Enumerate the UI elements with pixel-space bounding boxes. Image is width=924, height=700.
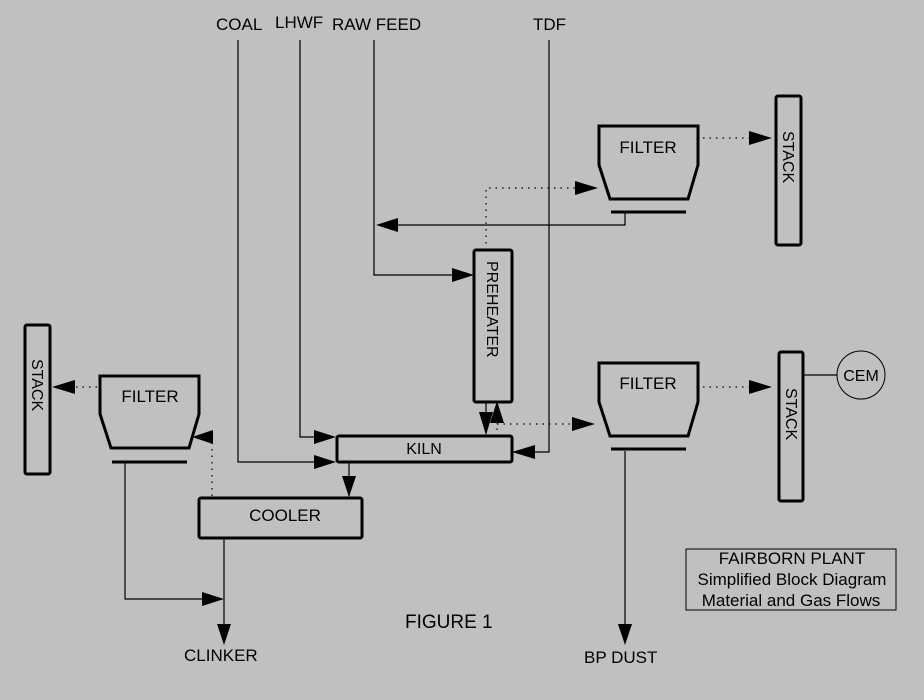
filter-top-unit[interactable]: FILTER bbox=[597, 124, 700, 214]
filter-top-return-arrow-icon bbox=[376, 218, 398, 232]
kiln-unit[interactable]: KILN bbox=[335, 434, 514, 464]
lhwf-arrow-icon bbox=[314, 430, 336, 444]
input-label-raw-feed: RAW FEED bbox=[332, 15, 421, 34]
raw-feed-arrow-icon bbox=[452, 268, 474, 282]
filter-left-label: FILTER bbox=[121, 387, 178, 406]
figure-label: FIGURE 1 bbox=[405, 612, 493, 633]
preheater-label: PREHEATER bbox=[483, 261, 500, 358]
filter-left-unit[interactable]: FILTER bbox=[98, 374, 201, 464]
filter-top-return-line bbox=[382, 213, 626, 226]
bp-dust-arrow-icon bbox=[618, 624, 632, 645]
stack-left-unit[interactable]: STACK bbox=[23, 323, 52, 476]
stack-left-label: STACK bbox=[28, 359, 45, 411]
filter-right-to-stack-arrow-icon bbox=[749, 380, 772, 394]
cem-monitor[interactable]: CEM bbox=[836, 350, 886, 400]
lhwf-flow-line bbox=[299, 40, 330, 438]
coal-arrow-icon bbox=[314, 455, 336, 469]
kiln-label: KILN bbox=[406, 441, 442, 458]
preheater-to-filter-gas-line bbox=[485, 187, 578, 250]
preheater-unit[interactable]: PREHEATER bbox=[472, 248, 514, 404]
title-line-flows: Material and Gas Flows bbox=[702, 591, 881, 610]
raw-feed-flow-line bbox=[373, 40, 468, 276]
tdf-arrow-icon bbox=[512, 445, 535, 459]
stack-right-unit[interactable]: STACK bbox=[777, 350, 805, 503]
stack-top-label: STACK bbox=[779, 131, 796, 183]
title-box: FAIRBORN PLANT Simplified Block Diagram … bbox=[685, 548, 897, 611]
input-label-coal: COAL bbox=[216, 15, 262, 34]
input-label-tdf: TDF bbox=[533, 15, 566, 34]
cooler-to-filter-gas-line bbox=[211, 436, 213, 496]
filter-left-dust-line bbox=[124, 463, 218, 600]
input-label-lhwf: LHWF bbox=[275, 13, 323, 32]
filter-right-unit[interactable]: FILTER bbox=[597, 361, 700, 451]
kiln-to-filter-arrow-icon bbox=[572, 417, 595, 431]
title-line-diagram: Simplified Block Diagram bbox=[698, 570, 887, 589]
filter-top-label: FILTER bbox=[619, 138, 676, 157]
preheater-to-filter-gas-arrow-icon bbox=[575, 181, 598, 195]
output-label-clinker: CLINKER bbox=[184, 646, 258, 665]
cem-label: CEM bbox=[843, 368, 879, 385]
kiln-to-cooler-arrow-icon bbox=[342, 476, 356, 497]
filter-top-to-stack-arrow-icon bbox=[749, 131, 772, 145]
output-label-bp-dust: BP DUST bbox=[584, 648, 657, 667]
clinker-arrow-icon bbox=[217, 624, 231, 645]
kiln-to-preheater-arrow-icon bbox=[490, 401, 504, 423]
cooler-to-filter-arrow-icon bbox=[192, 430, 213, 444]
stack-right-label: STACK bbox=[782, 388, 799, 440]
preheater-to-kiln-arrow-icon bbox=[479, 412, 493, 435]
coal-flow-line bbox=[237, 40, 330, 463]
filter-left-to-stack-arrow-icon bbox=[52, 380, 75, 394]
cooler-label: COOLER bbox=[249, 506, 321, 525]
title-line-plant: FAIRBORN PLANT bbox=[719, 549, 865, 568]
tdf-flow-line bbox=[517, 40, 550, 453]
filter-right-label: FILTER bbox=[619, 374, 676, 393]
stack-top-unit[interactable]: STACK bbox=[774, 94, 803, 247]
filter-left-dust-arrow-icon bbox=[202, 592, 224, 606]
cooler-unit[interactable]: COOLER bbox=[197, 496, 364, 540]
